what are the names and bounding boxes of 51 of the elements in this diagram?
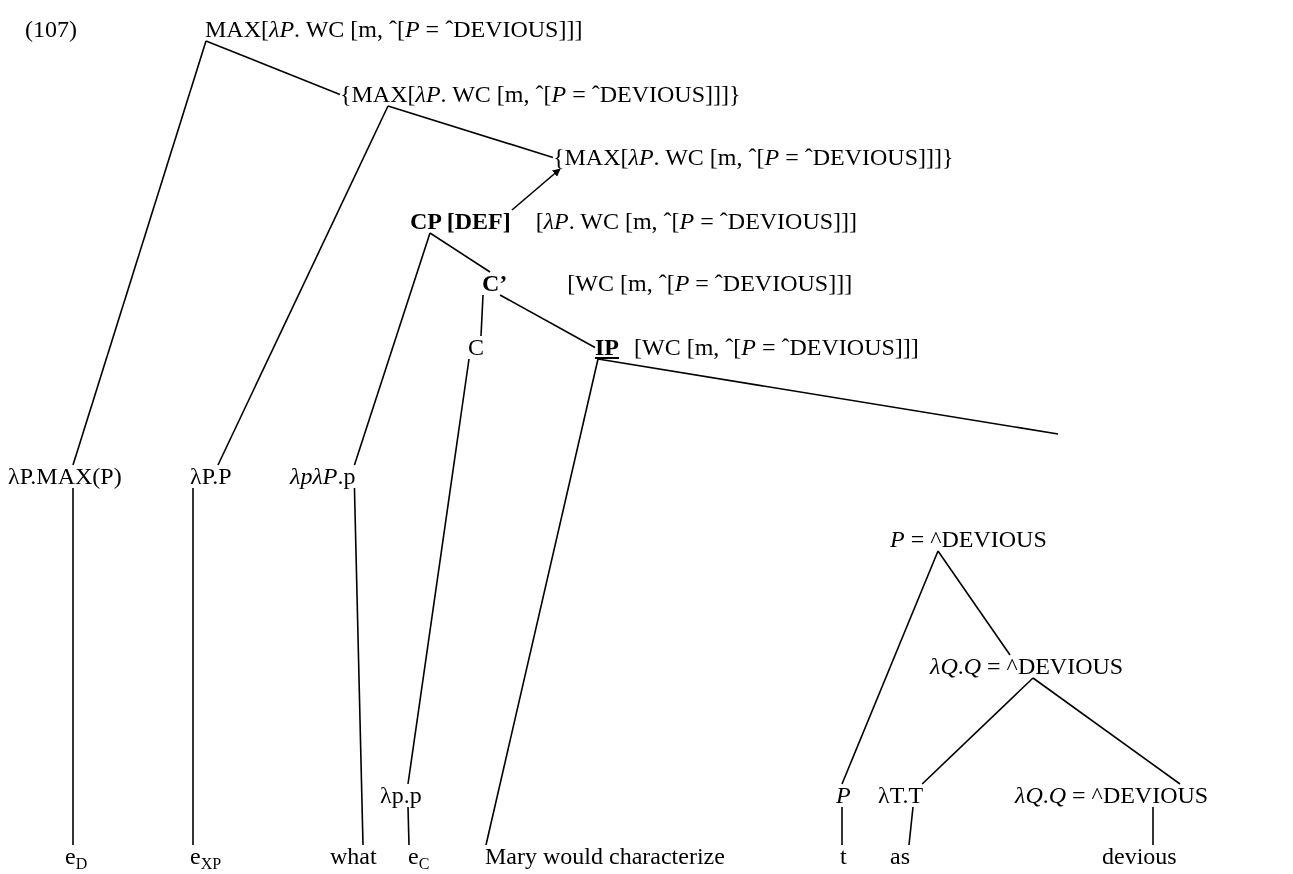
tree-branch	[72, 40, 207, 466]
tree-node-label: P	[836, 782, 851, 809]
word-label: e$_{XP}$	[190, 843, 222, 870]
tree-node-label: λpλP.p	[290, 463, 356, 490]
tree-node-label: MAX[λP. WC [m, ˆ[P = ˆDEVIOUS]]]	[205, 16, 583, 43]
word-label: what	[330, 843, 377, 870]
tree-node-label: λQ.Q = ^DEVIOUS	[1015, 782, 1209, 809]
example-number: (107)	[25, 16, 77, 43]
word-label: Mary would characterize	[485, 843, 725, 870]
tree-node-label: λP.P	[190, 463, 232, 490]
tree-node-label: λp.p	[380, 782, 422, 809]
category-label: C’	[482, 270, 508, 297]
tree-node-label: λT.T	[878, 782, 924, 809]
tree-branch	[205, 40, 341, 96]
category-label: CP [DEF]	[410, 208, 511, 235]
tree-branch	[937, 550, 1011, 656]
tree-branch	[908, 806, 914, 846]
tree-branch	[387, 105, 554, 159]
tree-branch	[407, 806, 410, 846]
tree-branch	[485, 358, 599, 846]
tree-branch	[72, 487, 74, 846]
word-label: as	[890, 843, 910, 870]
tree-branch	[841, 550, 939, 785]
tree-branch	[921, 677, 1034, 785]
tree-branch	[217, 105, 389, 466]
tree-node-label: C	[468, 334, 484, 361]
tree-node-label: P = ^DEVIOUS	[890, 526, 1047, 553]
tree-branch	[841, 806, 843, 846]
semantic-formula: [WC [m, ˆ[P = ˆDEVIOUS]]]	[634, 334, 919, 361]
semantic-formula: [λP. WC [m, ˆ[P = ˆDEVIOUS]]]	[535, 208, 858, 235]
word-label: t	[840, 843, 847, 870]
tree-node-label: {MAX[λP. WC [m, ˆ[P = ˆDEVIOUS]]]}	[553, 144, 954, 171]
tree-branch	[192, 487, 194, 846]
semantic-formula: [WC [m, ˆ[P = ˆDEVIOUS]]]	[567, 270, 853, 297]
word-label: devious	[1102, 843, 1177, 870]
tree-branch	[499, 294, 596, 349]
tree-node-label: λQ.Q = ^DEVIOUS	[930, 653, 1124, 680]
tree-branch	[597, 358, 1059, 435]
tree-node-label: {MAX[λP. WC [m, ˆ[P = ˆDEVIOUS]]]}	[340, 81, 741, 108]
tree-branch	[429, 232, 491, 273]
word-label: e$_{C}$	[408, 843, 430, 870]
tree-branch	[353, 487, 364, 846]
category-label: IP	[595, 334, 619, 361]
tree-branch	[353, 232, 431, 466]
arrow	[511, 168, 561, 211]
tree-branch	[407, 358, 470, 785]
tree-branch	[1032, 677, 1181, 785]
tree-branch	[1152, 806, 1154, 846]
word-label: e$_{D}$	[65, 843, 88, 870]
tree-node-label: λP.MAX(P)	[8, 463, 122, 490]
tree-branch	[480, 294, 484, 337]
